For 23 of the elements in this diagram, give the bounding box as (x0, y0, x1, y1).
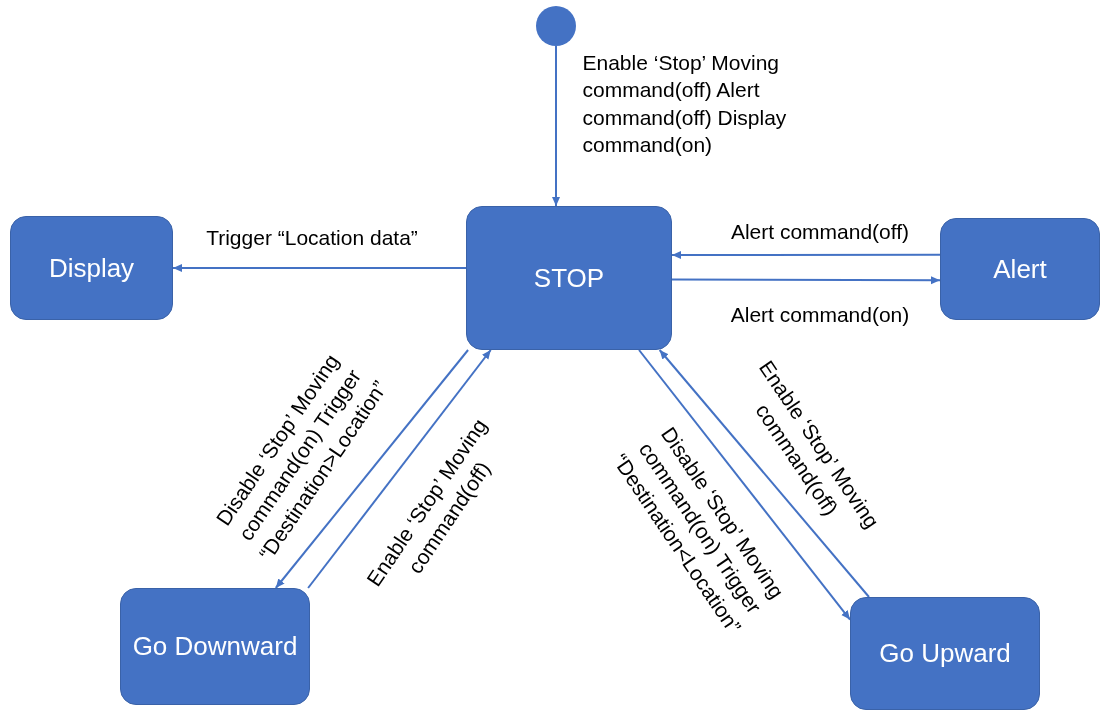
arrow (671, 276, 941, 285)
state-box (466, 206, 672, 350)
state-name: Display (48, 251, 135, 285)
edge-label: Alert command(on) (729, 302, 911, 329)
start-state (536, 6, 576, 46)
state-box (120, 588, 310, 705)
state-box (940, 218, 1100, 320)
state-name: Alert (993, 252, 1047, 286)
arrow (274, 349, 470, 589)
state-name: STOP (533, 261, 605, 295)
state-name: Go Upward (879, 637, 1011, 670)
edge-label: Enable ‘Stop’ Moving command(off) Alert command(off) Display command(on) (582, 50, 788, 159)
arrow (638, 349, 851, 621)
arrow (552, 45, 560, 207)
arrow (671, 250, 941, 259)
state-box (10, 216, 173, 320)
arrow (172, 264, 467, 272)
arrow (658, 349, 870, 598)
edge-label: Alert command(off) (729, 219, 911, 246)
state-name: Go Downward (132, 630, 298, 663)
edge-label: Trigger “Location data” (205, 225, 419, 252)
arrow (307, 349, 492, 589)
state-box (850, 597, 1040, 710)
